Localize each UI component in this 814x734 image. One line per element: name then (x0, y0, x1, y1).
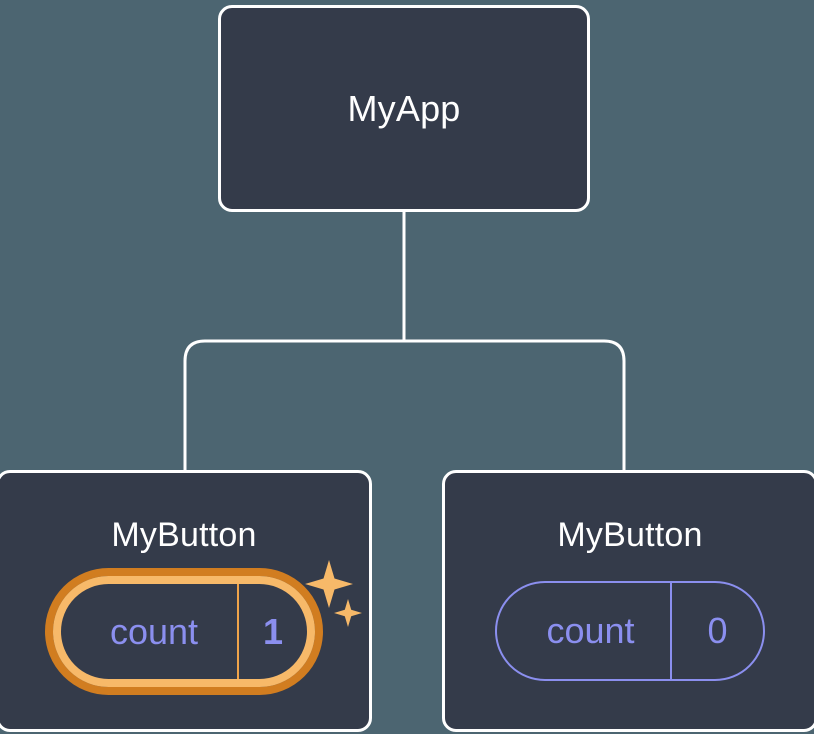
node-mybutton-right[interactable]: MyButton count 0 (442, 470, 814, 732)
node-mybutton-right-label: MyButton (557, 516, 703, 554)
node-myapp-label: MyApp (347, 87, 461, 129)
state-key-left: count (61, 584, 239, 680)
sparkle-large-icon (305, 560, 353, 609)
node-mybutton-left-label: MyButton (111, 516, 257, 554)
state-value-left: 1 (262, 610, 284, 652)
connector-branch-bus (183, 339, 626, 470)
state-pill-left-inner-ring: count 1 (53, 576, 315, 688)
state-pill-right[interactable]: count 0 (495, 581, 765, 682)
node-myapp[interactable]: MyApp (218, 5, 590, 212)
state-value-right: 0 (707, 610, 728, 652)
sparkle-small-icon (334, 599, 362, 628)
node-mybutton-left[interactable]: MyButton count 1 (0, 470, 372, 732)
state-pill-left[interactable]: count 1 (45, 560, 362, 696)
state-key-right: count (497, 583, 672, 680)
